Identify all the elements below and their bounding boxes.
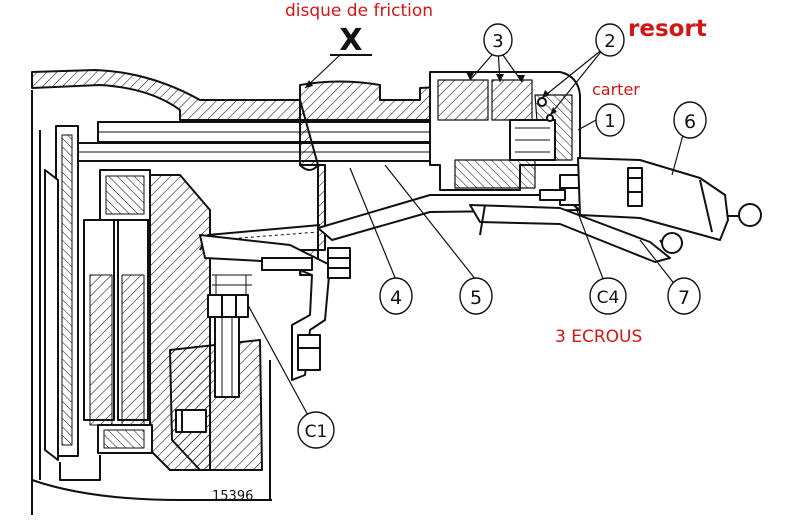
callout-c4: C4 bbox=[589, 277, 627, 315]
housing-body bbox=[31, 69, 471, 121]
x-marker: X bbox=[339, 23, 362, 58]
label-friction-disc: disque de friction bbox=[285, 1, 434, 21]
callout-1: 1 bbox=[595, 103, 625, 137]
callout-2: 2 bbox=[595, 23, 625, 57]
label-carter: carter bbox=[592, 80, 640, 99]
svg-text:6: 6 bbox=[684, 111, 696, 133]
callout-7: 7 bbox=[667, 277, 701, 315]
actuator-body bbox=[577, 157, 729, 241]
svg-text:7: 7 bbox=[678, 287, 690, 309]
label-spring: resort bbox=[628, 16, 707, 42]
callout-4: 4 bbox=[379, 277, 413, 315]
callout-6: 6 bbox=[673, 101, 707, 139]
svg-text:3: 3 bbox=[492, 31, 503, 52]
svg-text:C4: C4 bbox=[597, 288, 620, 308]
svg-text:2: 2 bbox=[604, 31, 615, 52]
callout-3: 3 bbox=[483, 23, 513, 57]
push-rod bbox=[469, 204, 671, 263]
bolt-c1 bbox=[207, 294, 249, 318]
svg-text:5: 5 bbox=[470, 287, 482, 309]
svg-text:4: 4 bbox=[390, 287, 402, 309]
callout-5: 5 bbox=[459, 277, 493, 315]
svg-text:1: 1 bbox=[604, 111, 615, 132]
label-nuts: 3 ECROUS bbox=[555, 327, 643, 347]
callout-c1: C1 bbox=[297, 411, 335, 449]
svg-text:C1: C1 bbox=[305, 422, 328, 442]
reference-number: 15396 bbox=[212, 489, 253, 504]
